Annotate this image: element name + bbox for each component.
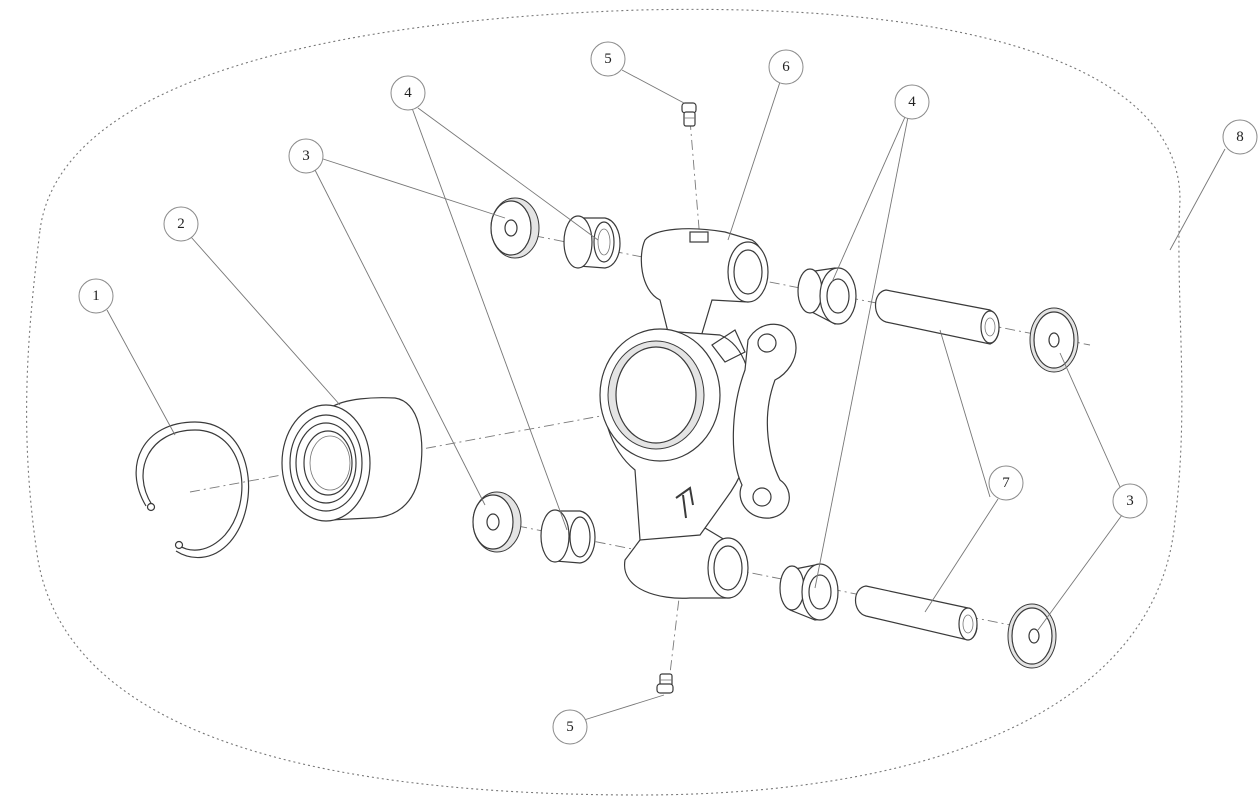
- svg-text:8: 8: [1236, 129, 1244, 145]
- part-grease-nipple-bottom: [656, 673, 674, 694]
- part-washer-lower-right: [1007, 603, 1057, 669]
- assembly-boundary: [26, 8, 1183, 796]
- part-bushing-upper-left: [563, 215, 621, 269]
- callout-2: 2: [163, 206, 199, 242]
- callout-5-bottom: 5: [552, 709, 588, 745]
- part-washer-upper-right: [1029, 307, 1079, 373]
- svg-text:2: 2: [177, 216, 185, 232]
- part-grease-nipple-top: [681, 102, 697, 127]
- callout-5-top: 5: [590, 41, 626, 77]
- callout-1: 1: [78, 278, 114, 314]
- svg-text:7: 7: [1002, 475, 1010, 491]
- callout-6: 6: [768, 49, 804, 85]
- callout-4-right: 4: [894, 84, 930, 120]
- part-pin-lower: [854, 585, 978, 641]
- part-circlip: [135, 421, 250, 559]
- svg-text:5: 5: [566, 719, 574, 735]
- svg-text:3: 3: [302, 148, 310, 164]
- svg-text:4: 4: [404, 85, 412, 101]
- svg-text:4: 4: [908, 94, 916, 110]
- callout-3-right: 3: [1112, 483, 1148, 519]
- callout-3-left: 3: [288, 138, 324, 174]
- leader-lines: [106, 69, 1226, 721]
- part-washer-upper-left: [490, 197, 540, 259]
- callout-8: 8: [1222, 119, 1258, 155]
- part-bushing-lower-right: [779, 563, 839, 621]
- part-housing: [599, 228, 797, 599]
- callout-7: 7: [988, 465, 1024, 501]
- svg-text:3: 3: [1126, 493, 1134, 509]
- svg-text:5: 5: [604, 51, 612, 67]
- part-bushing-upper-right: [797, 267, 857, 325]
- svg-text:1: 1: [92, 288, 100, 304]
- part-pin-upper: [874, 289, 1000, 345]
- part-washer-lower-left: [472, 491, 522, 553]
- part-bearing: [281, 397, 423, 522]
- svg-text:6: 6: [782, 59, 790, 75]
- callout-4-left: 4: [390, 75, 426, 111]
- part-bushing-lower-left: [540, 509, 596, 564]
